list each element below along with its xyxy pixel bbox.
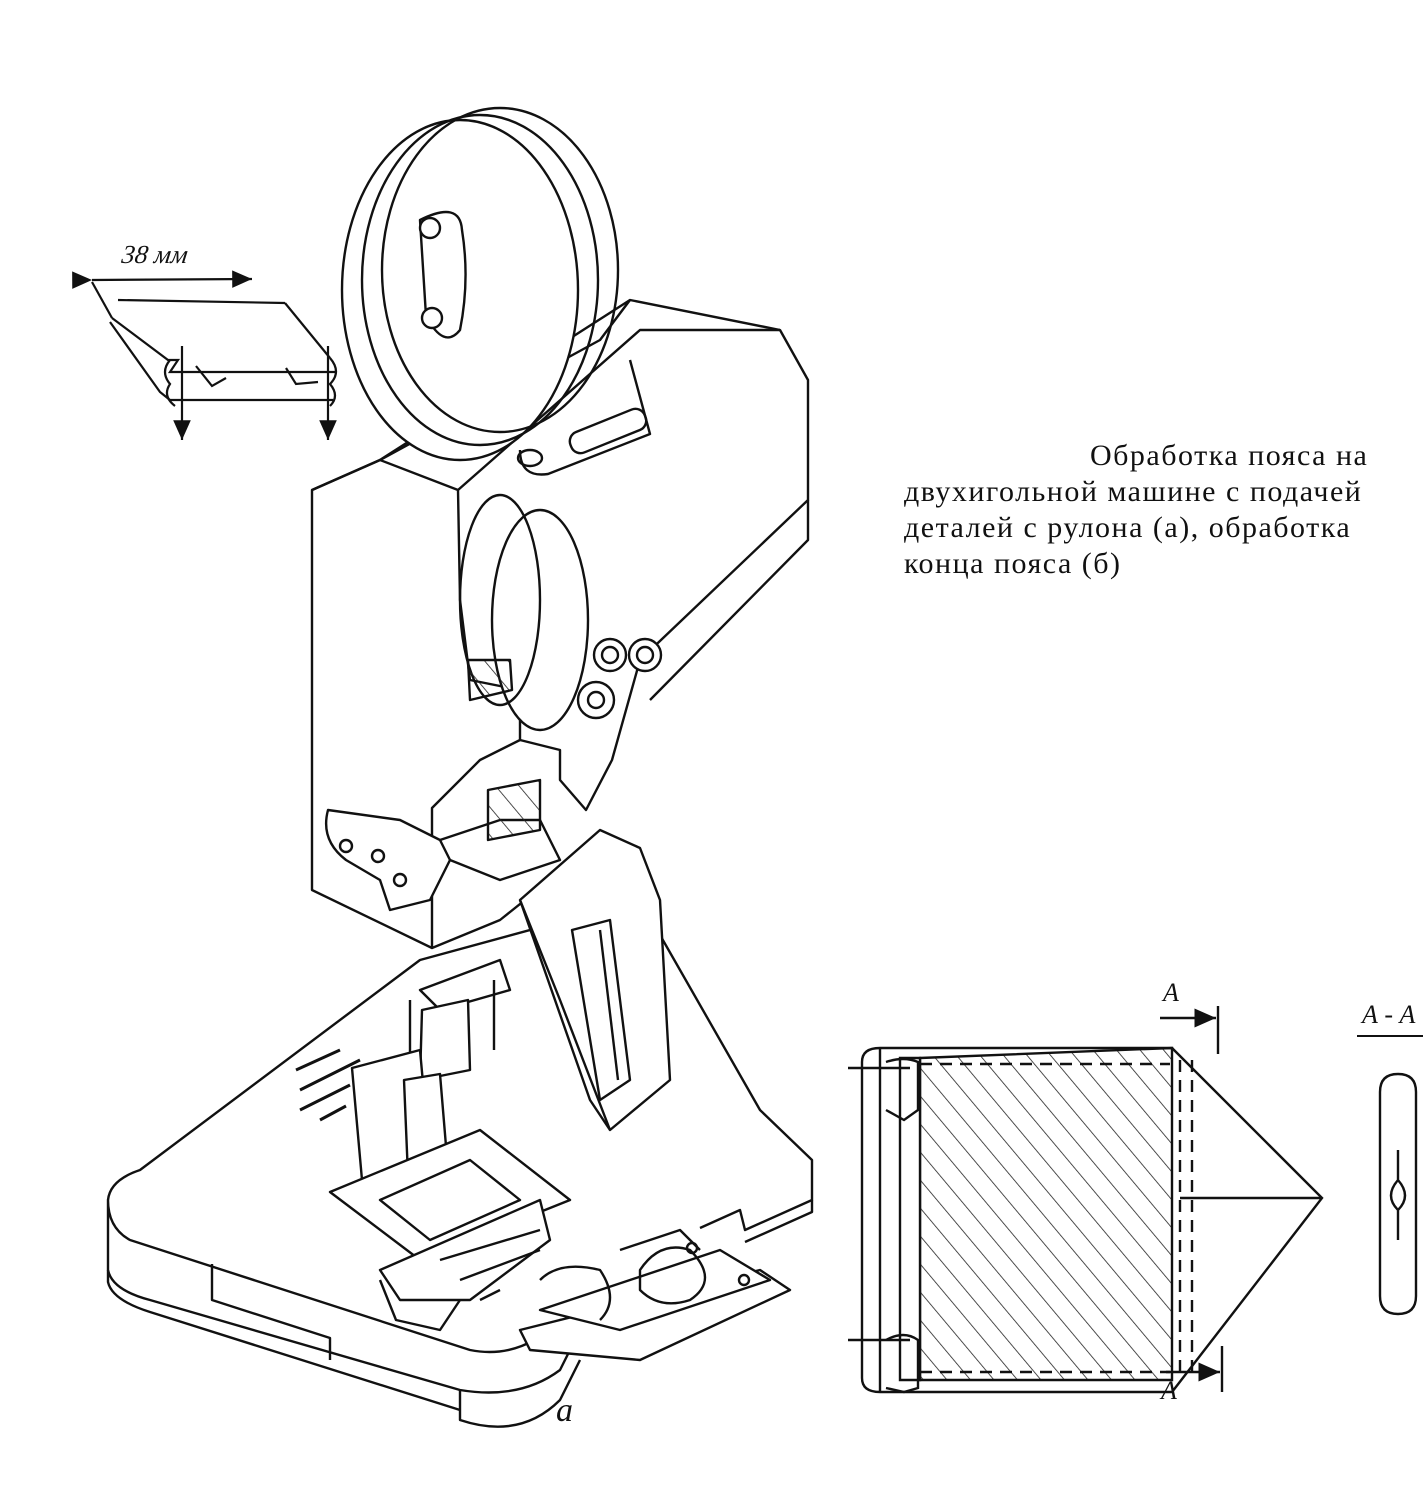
section-marker-top: А: [1163, 978, 1179, 1007]
caption-line-1: Обработка пояса на: [1090, 439, 1369, 472]
caption-line-2: двухигольной машине с подачей: [904, 475, 1363, 508]
section-view-underline: [1357, 1035, 1423, 1037]
section-view-label: А - А: [1362, 1000, 1416, 1029]
belt-end-drawing: [848, 1006, 1324, 1394]
caption-line-3: деталей с рулона (а), обработка: [904, 511, 1352, 544]
figure-caption: Обработка пояса на двухигольной машине с…: [904, 438, 1426, 582]
hatched-belt-area: [918, 1046, 1174, 1382]
caption-line-4: конца пояса (б): [904, 547, 1122, 580]
sewing-machine-drawing: [106, 106, 814, 1428]
section-marker-bottom: А: [1161, 1376, 1177, 1405]
section-a-a-drawing: [1378, 1072, 1418, 1316]
subfigure-a-label: а: [556, 1392, 573, 1429]
width-dimension-label: 38 мм: [120, 240, 190, 269]
belt-fold-sketch: [72, 270, 338, 440]
folder-guide: [518, 828, 672, 1132]
throat-plate: [328, 1128, 572, 1262]
